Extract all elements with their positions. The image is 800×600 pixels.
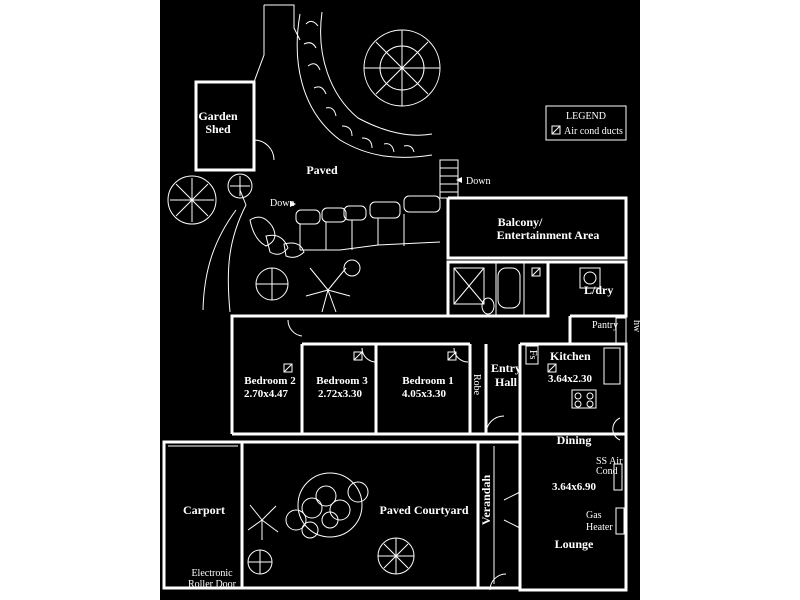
lounge-size: 3.64x6.90 [552,481,597,493]
lounge-label: Lounge [555,537,594,551]
legend-item-label: Air cond ducts [564,126,623,137]
plants-mid [255,259,361,313]
balcony-label: Balcony/ [498,215,543,229]
balcony [446,196,628,260]
house-walls [230,260,628,592]
tree-large [363,29,441,107]
paved-label: Paved [306,163,338,177]
bedroom2-label: Bedroom 2 [244,375,296,387]
air-cond-duct-icon [353,351,363,361]
shrubs-left [167,173,253,225]
paved-courtyard-label: Paved Courtyard [380,503,469,517]
gas-heater-label: Gas [586,510,602,521]
ss-aircond-label: Cond [596,466,618,477]
bedroom2-size: 2.70x4.47 [244,388,289,400]
roller-door-label: Electronic [191,568,233,579]
bedroom1-label: Bedroom 1 [402,375,453,387]
carport-label: Carport [183,503,225,517]
garden-shed [194,80,275,172]
air-cond-duct-icon [283,363,293,373]
air-cond-duct-icon [447,351,457,361]
verandah-label: Verandah [479,475,493,526]
garden-shed-label: Shed [205,122,231,136]
bedroom3-size: 2.72x3.30 [318,388,363,400]
gas-heater-label: Heater [586,522,613,533]
bedroom1-size: 4.05x3.30 [402,388,447,400]
dining-label: Dining [557,433,592,447]
outdoor-structures [162,440,522,591]
laundry-label: L/dry [584,283,613,297]
garden-bed [296,11,433,158]
air-cond-duct-icon [547,363,557,373]
entry-hall-label: Hall [495,375,518,389]
air-cond-duct-icon [531,267,541,277]
bedroom3-label: Bedroom 3 [316,375,368,387]
hw-label: hw [631,320,642,333]
legend: LEGEND Air cond ducts [545,105,627,141]
air-cond-duct-icon [551,125,561,135]
down-label: Down [270,198,294,209]
legend-title: LEGEND [566,111,606,122]
entry-hall-label: Entry [491,361,521,375]
down-label: Down [466,176,490,187]
balcony-label: Entertainment Area [497,228,600,242]
garden-shed-label: Garden [198,109,238,123]
paved-path [202,4,301,313]
kitchen-size: 3.64x2.30 [548,373,593,385]
courtyard-plants [247,472,415,575]
robe-label: Robe [471,374,482,396]
kitchen-label: Kitchen [550,349,591,363]
roller-door-label: Roller Door [188,579,237,590]
stepping-stones [249,195,441,258]
pantry-label: Pantry [592,320,618,331]
plan-background [160,0,640,600]
ss-aircond-label: SS Air [596,456,623,467]
air-cond-ducts [283,267,557,373]
fs-label: Fs [527,350,538,360]
